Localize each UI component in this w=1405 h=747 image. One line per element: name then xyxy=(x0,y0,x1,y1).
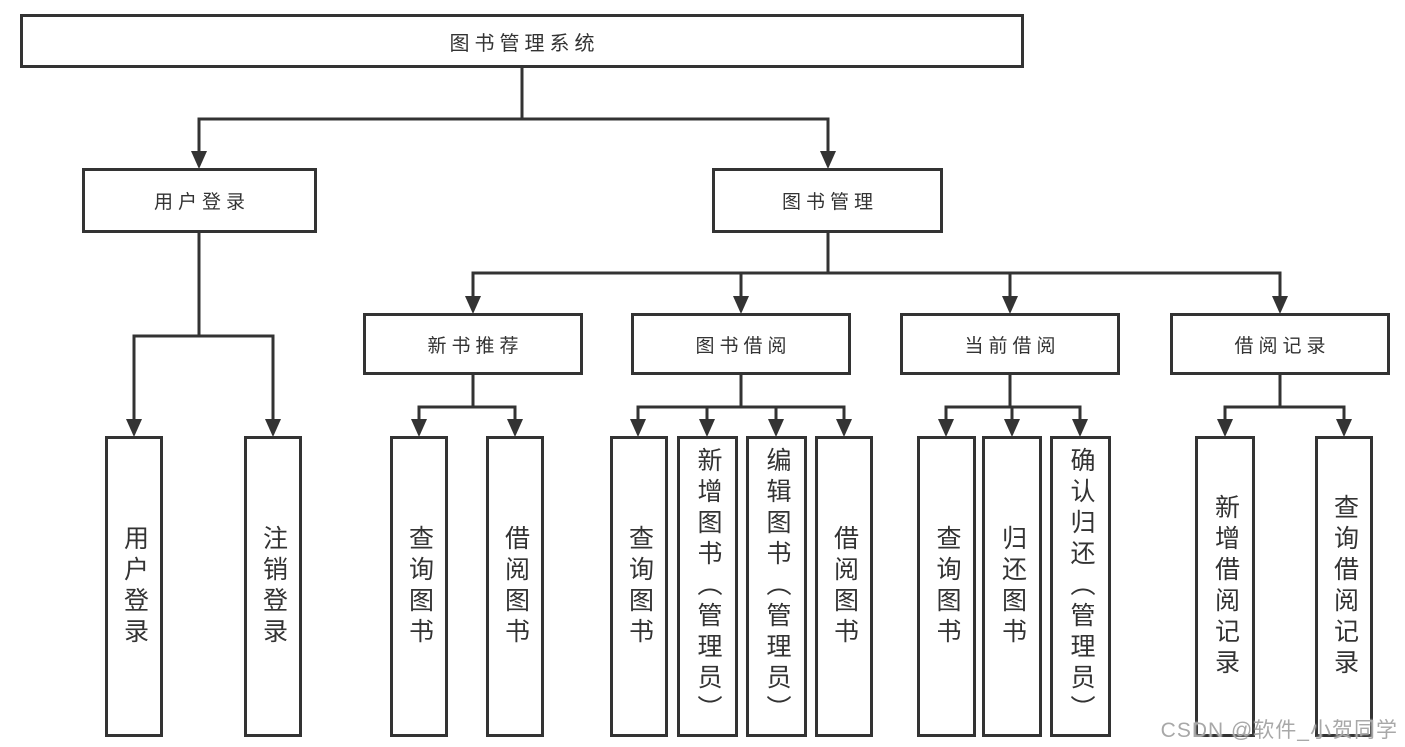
leaf-query-books-current: 查询图书 xyxy=(917,436,976,737)
arrow-heads xyxy=(126,151,1352,437)
leaf-edit-book-admin: 编辑图书（管理员） xyxy=(746,436,807,737)
leaf-add-borrow-record: 新增借阅记录 xyxy=(1195,436,1255,737)
node-user-login: 用户登录 xyxy=(82,168,317,233)
leaf-query-borrow-record: 查询借阅记录 xyxy=(1315,436,1373,737)
leaf-borrow-books-recommend: 借阅图书 xyxy=(486,436,544,737)
leaf-query-books-borrow: 查询图书 xyxy=(610,436,668,737)
leaf-add-book-admin: 新增图书（管理员） xyxy=(677,436,738,737)
leaf-confirm-return-admin: 确认归还（管理员） xyxy=(1050,436,1111,737)
node-root-system: 图书管理系统 xyxy=(20,14,1024,68)
leaf-logout: 注销登录 xyxy=(244,436,302,737)
node-borrow-records: 借阅记录 xyxy=(1170,313,1390,375)
leaf-user-login: 用户登录 xyxy=(105,436,163,737)
node-book-borrowing: 图书借阅 xyxy=(631,313,851,375)
leaf-return-book: 归还图书 xyxy=(982,436,1042,737)
leaf-query-books-recommend: 查询图书 xyxy=(390,436,448,737)
node-current-borrowing: 当前借阅 xyxy=(900,313,1120,375)
node-book-management: 图书管理 xyxy=(712,168,943,233)
watermark: CSDN @软件_小贺同学 xyxy=(1160,719,1398,742)
leaf-borrow-books: 借阅图书 xyxy=(815,436,873,737)
node-new-book-recommend: 新书推荐 xyxy=(363,313,583,375)
